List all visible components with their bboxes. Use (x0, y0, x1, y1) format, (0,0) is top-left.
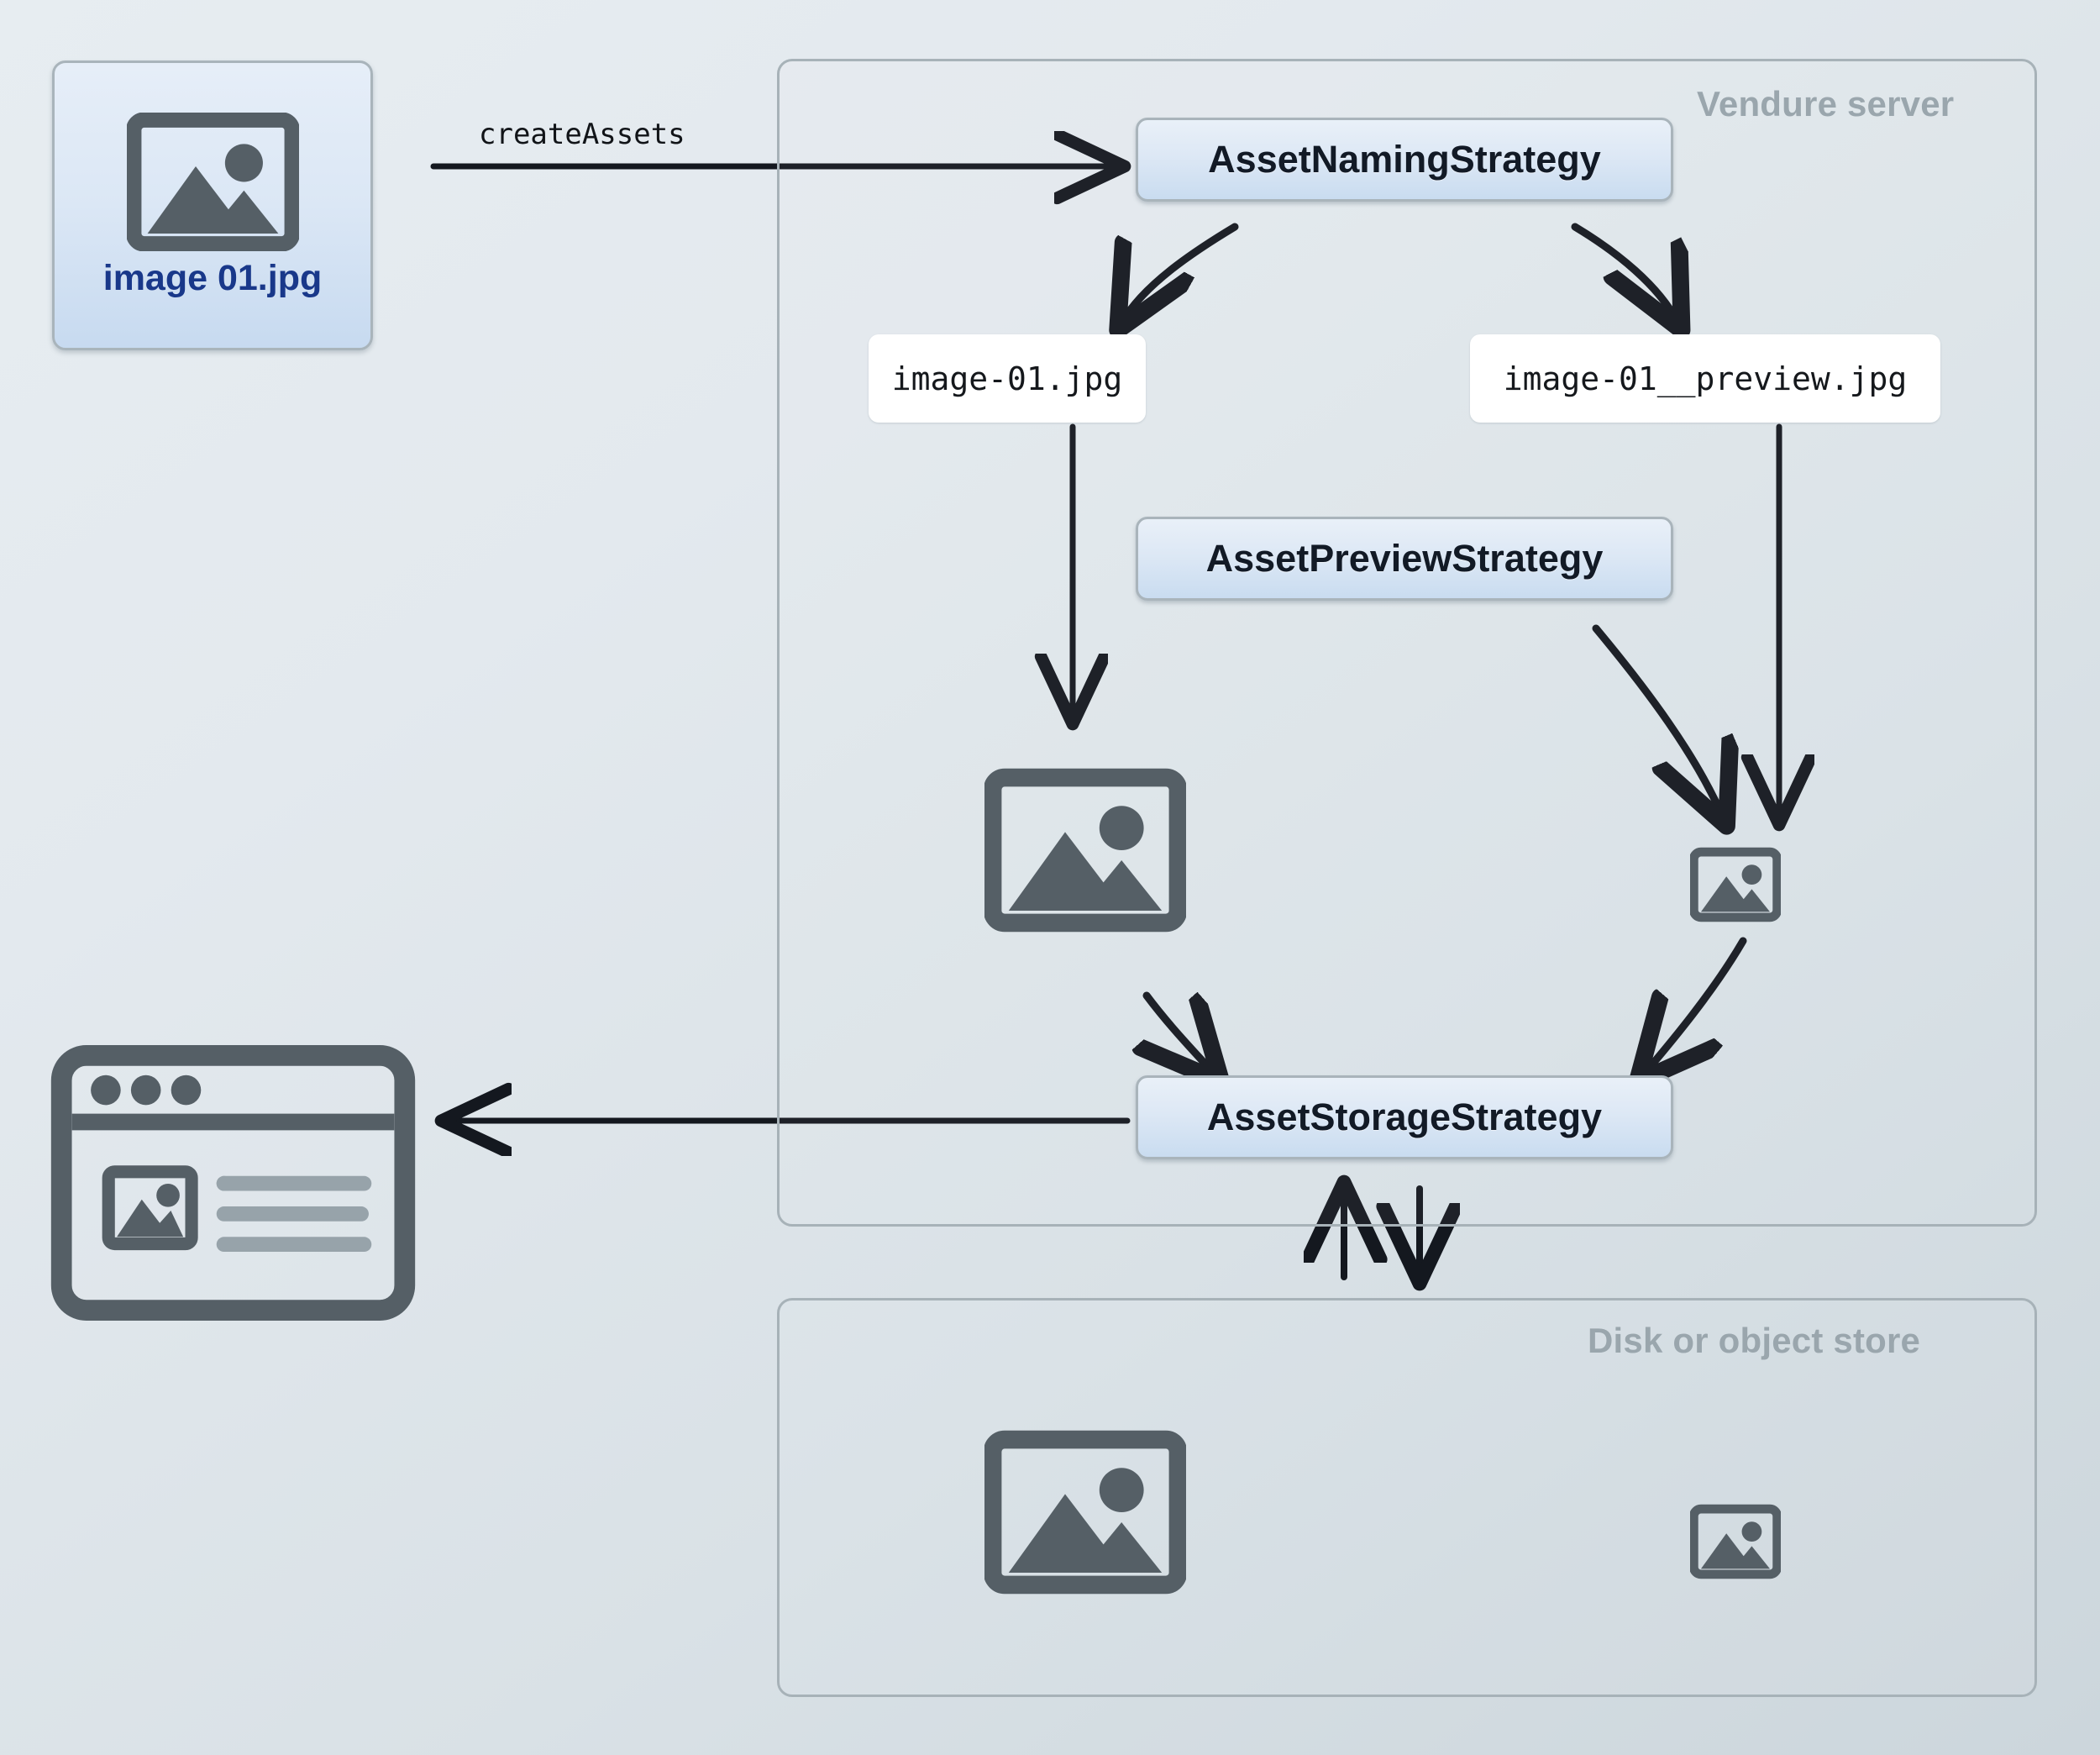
edge-label-create-assets: createAssets (479, 118, 685, 151)
chip-source-filename-label: image-01.jpg (891, 360, 1123, 397)
store-full-image-icon (984, 1428, 1186, 1596)
source-asset-card[interactable]: image 01.jpg (52, 60, 373, 350)
server-preview-image-icon (1690, 847, 1781, 922)
image-icon-glyph (984, 768, 1186, 933)
group-label-disk-or-object-store: Disk or object store (1588, 1321, 1921, 1360)
group-label-vendure-server: Vendure server (1697, 84, 1955, 123)
strategy-asset-naming[interactable]: AssetNamingStrategy (1136, 118, 1673, 202)
server-full-image-icon (984, 766, 1186, 934)
strategy-asset-storage-label: AssetStorageStrategy (1206, 1096, 1603, 1138)
image-icon-glyph (126, 112, 299, 251)
strategy-asset-storage[interactable]: AssetStorageStrategy (1136, 1075, 1673, 1159)
chip-preview-filename: image-01__preview.jpg (1470, 334, 1940, 423)
store-preview-image-icon (1690, 1504, 1781, 1579)
chip-preview-filename-label: image-01__preview.jpg (1503, 360, 1908, 397)
chip-source-filename: image-01.jpg (869, 334, 1146, 423)
browser-window-icon[interactable] (50, 1044, 416, 1322)
image-icon-glyph (1690, 1504, 1781, 1579)
group-vendure-server (777, 59, 2037, 1227)
image-icon-glyph (984, 1430, 1186, 1595)
image-icon (126, 112, 299, 251)
strategy-asset-preview[interactable]: AssetPreviewStrategy (1136, 517, 1673, 601)
strategy-asset-naming-label: AssetNamingStrategy (1208, 138, 1601, 181)
browser-window-icon-glyph (50, 1045, 416, 1321)
image-icon-glyph (1690, 847, 1781, 922)
source-asset-caption: image 01.jpg (102, 257, 323, 298)
strategy-asset-preview-label: AssetPreviewStrategy (1205, 537, 1604, 580)
